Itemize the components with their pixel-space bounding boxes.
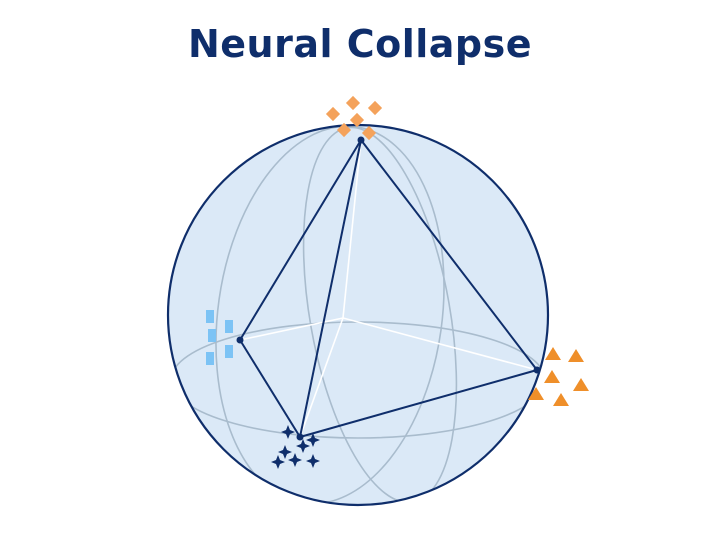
triangle-marker	[528, 387, 544, 400]
simplex-vertices	[236, 136, 541, 441]
vertex-top	[357, 136, 365, 144]
edge-left-bottom	[239, 339, 301, 438]
star-marker	[281, 425, 295, 439]
diamond-marker	[349, 112, 365, 128]
rectangle-marker	[206, 310, 214, 323]
diamond-cluster	[325, 95, 383, 141]
inner-line-bottom	[299, 317, 344, 438]
inner-line-top	[342, 139, 362, 319]
rectangle-marker	[225, 320, 233, 333]
edge-bottom-right	[299, 369, 538, 438]
star-marker	[306, 454, 320, 468]
vertex-left	[236, 336, 244, 344]
diamond-marker	[345, 95, 361, 111]
rectangle-cluster	[206, 310, 233, 365]
edge-top-right	[360, 139, 538, 371]
star-marker	[271, 455, 285, 469]
triangle-marker	[545, 347, 561, 360]
star-marker	[296, 439, 310, 453]
star-marker	[278, 445, 292, 459]
inner-line-right	[342, 317, 538, 371]
vertex-bottom	[296, 433, 304, 441]
rectangle-marker	[225, 345, 233, 358]
triangle-marker	[544, 370, 560, 383]
inner-line-left	[239, 317, 344, 341]
simplex-tetrahedron	[239, 139, 538, 438]
triangle-cluster	[528, 347, 589, 406]
edge-top-bottom	[299, 139, 362, 438]
inner-construction-lines	[239, 139, 538, 438]
diamond-marker	[367, 100, 383, 116]
triangle-marker	[573, 378, 589, 391]
diamond-marker	[361, 125, 377, 141]
rectangle-marker	[208, 329, 216, 342]
triangle-marker	[568, 349, 584, 362]
triangle-marker	[553, 393, 569, 406]
star-marker	[306, 433, 320, 447]
diagram-title: Neural Collapse	[187, 22, 533, 66]
rectangle-marker	[206, 352, 214, 365]
star-cluster	[271, 425, 320, 469]
edge-top-left	[239, 139, 362, 341]
star-marker	[288, 453, 302, 467]
diamond-marker	[336, 122, 352, 138]
sphere	[168, 125, 548, 505]
diamond-marker	[325, 106, 341, 122]
